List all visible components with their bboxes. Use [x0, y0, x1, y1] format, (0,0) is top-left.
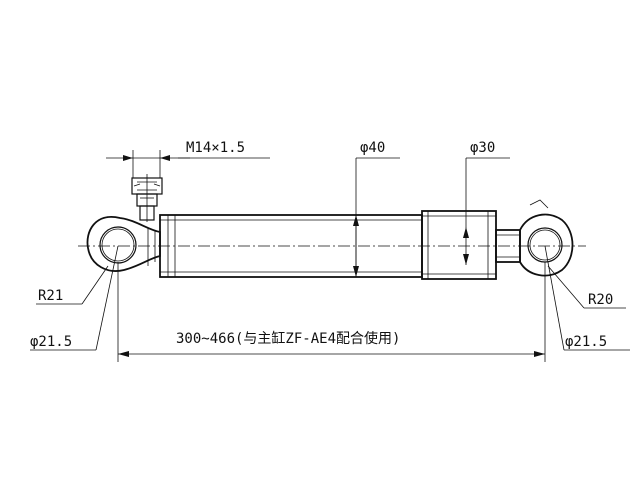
thread-label: M14×1.5 — [186, 140, 245, 156]
gland — [421, 210, 497, 280]
rod-diameter-dimension — [463, 157, 510, 265]
right-eye — [519, 199, 574, 277]
grease-nipple — [131, 174, 163, 222]
left-radius-leader — [36, 265, 109, 305]
right-radius-leader — [547, 265, 626, 309]
right-bore-leader — [544, 245, 630, 351]
right-bore-label: φ21.5 — [565, 334, 607, 350]
left-eye — [86, 216, 161, 272]
rod-diameter-label: φ30 — [470, 140, 495, 156]
length-label: 300~466(与主缸ZF-AE4配合使用) — [176, 330, 400, 347]
left-bore-label: φ21.5 — [30, 334, 72, 350]
length-dimension — [117, 262, 546, 362]
left-bore-leader — [30, 245, 119, 351]
body-diameter-label: φ40 — [360, 140, 385, 156]
body-diameter-dimension — [353, 157, 400, 277]
thread-dimension — [106, 150, 270, 178]
left-radius-label: R21 — [38, 288, 63, 304]
right-radius-label: R20 — [588, 292, 613, 308]
